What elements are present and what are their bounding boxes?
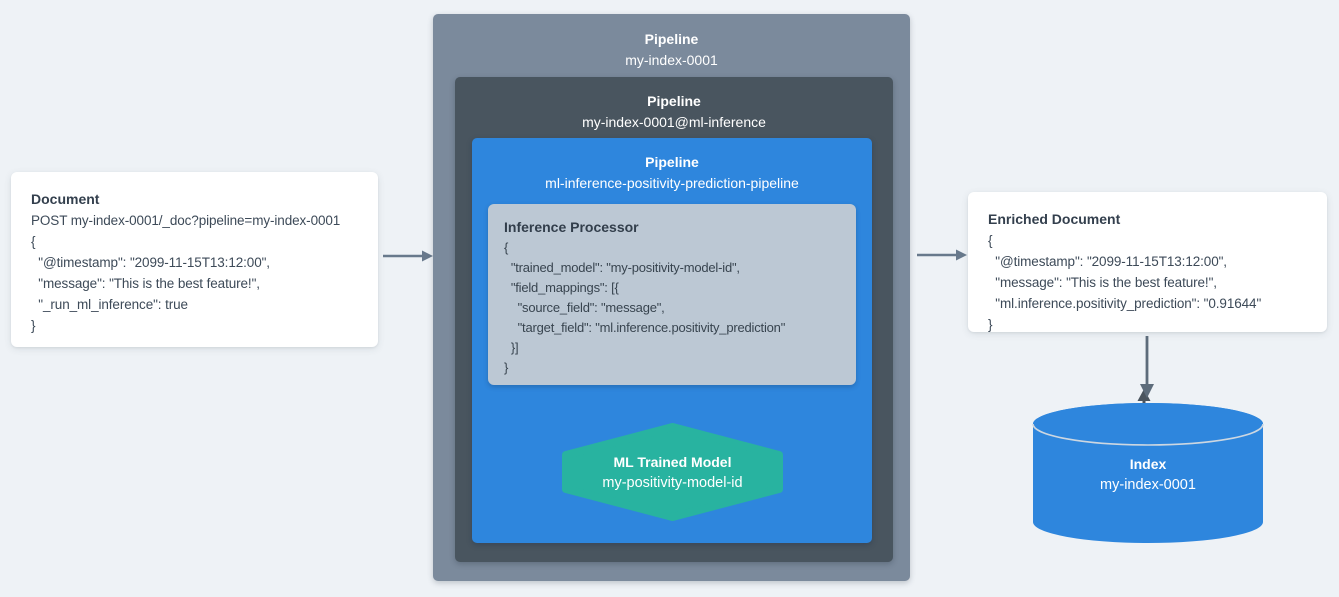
- hexagon-shape-icon: [562, 423, 783, 521]
- pipeline-positivity-box: Pipeline ml-inference-positivity-predict…: [472, 138, 1151, 543]
- arrow-right-icon: [917, 249, 967, 261]
- document-code-line: "message": "This is the best feature!",: [31, 276, 260, 291]
- index-title: Index: [1129, 456, 1167, 472]
- pipeline-outer-box: Pipeline my-index-0001 Pipeline my-index…: [433, 14, 1151, 581]
- pipeline-positivity-name: ml-inference-positivity-prediction-pipel…: [545, 175, 799, 191]
- index-name: my-index-0001: [1100, 477, 1196, 493]
- enriched-document-title: Enriched Document: [988, 211, 1121, 227]
- document-card: Document POST my-index-0001/_doc?pipelin…: [11, 172, 378, 347]
- pipeline-ml-inference-name: my-index-0001@ml-inference: [582, 114, 766, 130]
- arrow-right-icon: [383, 250, 433, 262]
- inference-processor-code-line: {: [504, 240, 509, 255]
- document-code-line: "_run_ml_inference": true: [31, 297, 188, 312]
- pipeline-ml-inference-title: Pipeline: [647, 93, 701, 109]
- enriched-document-code-line: {: [988, 233, 993, 248]
- index-cylinder: Index my-index-0001: [1030, 398, 1266, 548]
- enriched-document-code-line: }: [988, 317, 993, 332]
- pipeline-ml-inference-header: Pipeline my-index-0001@ml-inference: [455, 77, 893, 132]
- ml-trained-model-hexagon: ML Trained Model my-positivity-model-id: [560, 423, 785, 521]
- pipeline-positivity-header: Pipeline ml-inference-positivity-predict…: [472, 138, 872, 193]
- enriched-document-card: Enriched Document { "@timestamp": "2099-…: [968, 192, 1327, 332]
- pipeline-outer-name: my-index-0001: [625, 52, 718, 68]
- index-label: Index my-index-0001: [1030, 454, 1266, 496]
- pipeline-ml-inference-box: Pipeline my-index-0001@ml-inference Pipe…: [455, 77, 1151, 562]
- cylinder-shape-icon: [1032, 403, 1264, 543]
- arrow-down-icon: [1140, 336, 1154, 398]
- inference-processor-code-line: }]: [504, 340, 519, 355]
- ml-trained-model-label: ML Trained Model my-positivity-model-id: [560, 423, 785, 521]
- document-card-title: Document: [31, 191, 100, 207]
- inference-processor-code-line: "trained_model": "my-positivity-model-id…: [504, 260, 740, 275]
- inference-processor-code-line: "target_field": "ml.inference.positivity…: [504, 320, 786, 335]
- pipeline-outer-header: Pipeline my-index-0001: [433, 14, 910, 70]
- document-code-line: {: [31, 234, 36, 249]
- enriched-document-code-line: "ml.inference.positivity_prediction": "0…: [988, 296, 1262, 311]
- ml-trained-model-title: ML Trained Model: [613, 453, 732, 470]
- document-code-line: "@timestamp": "2099-11-15T13:12:00",: [31, 255, 270, 270]
- enriched-document-code-line: "@timestamp": "2099-11-15T13:12:00",: [988, 254, 1227, 269]
- inference-processor-title: Inference Processor: [504, 219, 639, 235]
- ml-trained-model-name: my-positivity-model-id: [602, 474, 743, 491]
- inference-processor-card: Inference Processor { "trained_model": "…: [488, 204, 856, 385]
- inference-processor-code-line: }: [504, 360, 509, 375]
- pipeline-positivity-title: Pipeline: [645, 154, 699, 170]
- pipeline-outer-title: Pipeline: [644, 31, 699, 47]
- document-code-line: POST my-index-0001/_doc?pipeline=my-inde…: [31, 213, 341, 228]
- document-code-line: }: [31, 318, 36, 333]
- enriched-document-code-line: "message": "This is the best feature!",: [988, 275, 1217, 290]
- inference-processor-code-line: "source_field": "message",: [504, 300, 665, 315]
- inference-processor-code-line: "field_mappings": [{: [504, 280, 619, 295]
